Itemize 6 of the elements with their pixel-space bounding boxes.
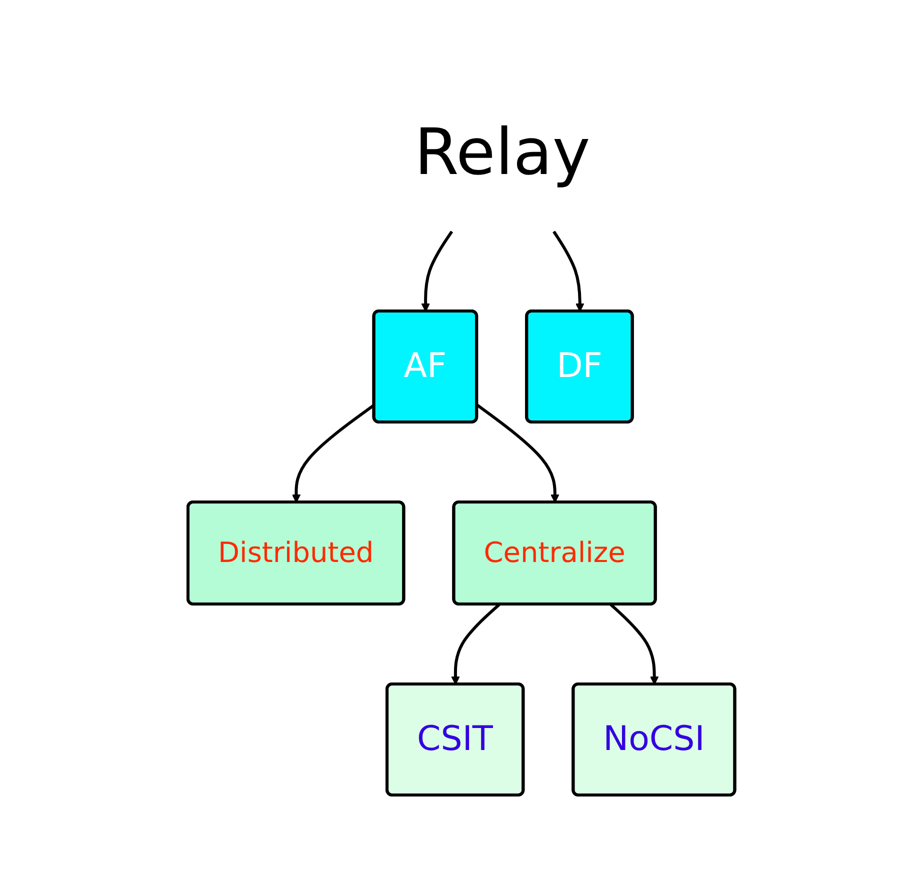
node-text: Relay — [414, 116, 590, 190]
arrow — [476, 403, 559, 502]
arrow — [450, 602, 500, 684]
arrow — [552, 230, 584, 312]
arrow — [420, 230, 453, 312]
arrow — [609, 602, 658, 684]
